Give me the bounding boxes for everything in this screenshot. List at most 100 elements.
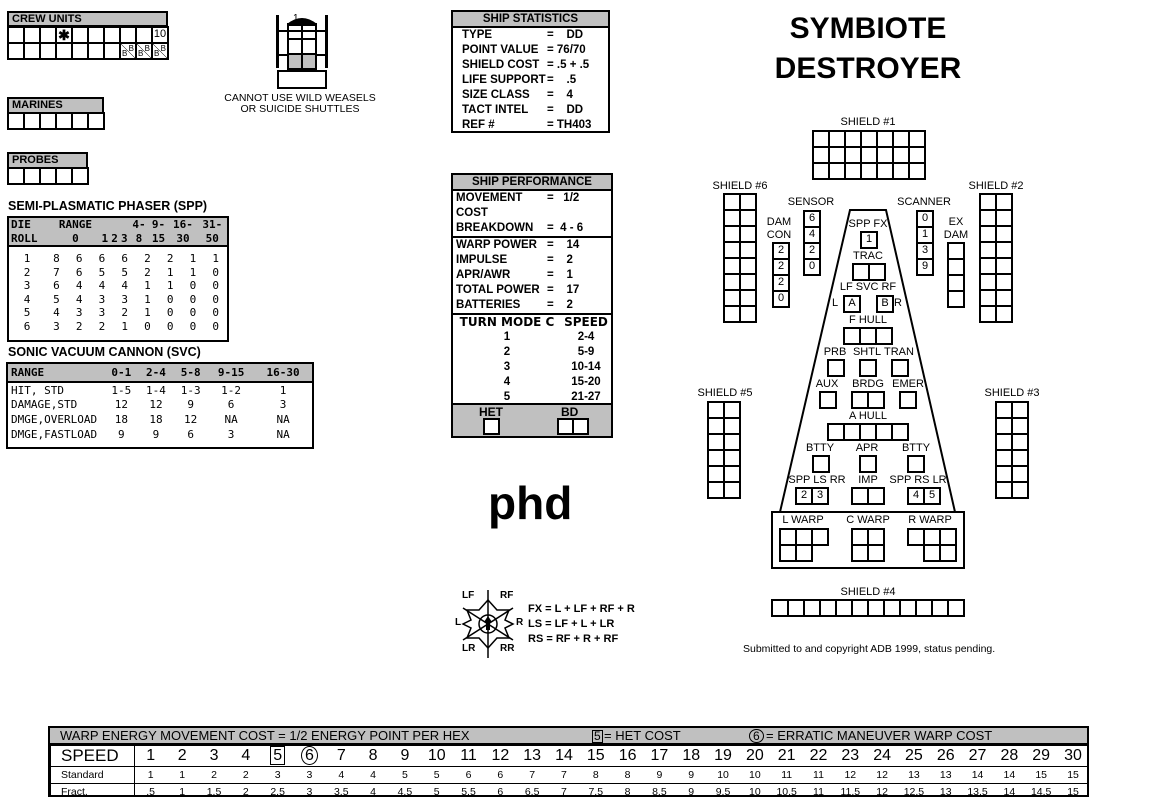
left-warp-box[interactable]	[795, 544, 813, 562]
svc-cell: 18	[114, 413, 128, 426]
ex-label: EX	[948, 216, 964, 228]
spp-cell: 2	[144, 252, 151, 266]
spp-cell: 1	[189, 252, 197, 266]
speed-cell: 7	[325, 745, 358, 767]
spp-cell: 1	[144, 292, 151, 306]
battery-box[interactable]	[812, 455, 830, 473]
stat-row: SHIELD COST= .5 + .5	[453, 58, 608, 73]
boarding-letter: B	[122, 49, 128, 58]
fract-cell: 9.5	[707, 783, 739, 795]
speed-value: 19	[714, 747, 732, 764]
fract-cell: 11.5	[834, 783, 867, 795]
asterisk-icon: ✱	[58, 27, 70, 43]
speed-value: 9	[400, 747, 410, 764]
speed-cell: 25	[898, 745, 930, 767]
speed-value: 4	[241, 747, 251, 764]
standard-value: 12	[876, 769, 888, 781]
spp-ls-box[interactable]: 3	[811, 487, 829, 505]
damage-control-box[interactable]: 0	[772, 290, 790, 308]
svc-cell: 1-3	[180, 383, 201, 397]
auxiliary-control-box[interactable]	[819, 391, 837, 409]
shield5-label: SHIELD #5	[697, 387, 753, 399]
impulse-box[interactable]	[867, 487, 885, 505]
shield-1-box[interactable]	[908, 162, 926, 180]
bd-box[interactable]	[572, 418, 589, 435]
speed-value: 25	[905, 747, 923, 764]
power-row-label: BATTERIES	[456, 299, 521, 311]
shield-4-box[interactable]	[947, 599, 965, 617]
spp-cell: 3	[75, 306, 83, 320]
spp-cell: 0	[189, 306, 197, 320]
battery-box[interactable]	[907, 455, 925, 473]
speed-cell: 12	[484, 745, 517, 767]
shield-3-box[interactable]	[1011, 481, 1029, 499]
probe-box[interactable]	[71, 167, 89, 185]
boarding-letter: B	[154, 49, 160, 58]
spp-rs-box[interactable]: 5	[923, 487, 941, 505]
svc-cell: 1-4	[146, 383, 166, 397]
svc-a-box[interactable]: A	[843, 295, 861, 313]
erratic-speed: 6	[301, 746, 318, 765]
shield-2-box[interactable]	[995, 305, 1013, 323]
spp-cell: 7	[53, 265, 60, 279]
fract-value: 14	[1003, 786, 1016, 797]
aft-hull-box[interactable]	[891, 423, 909, 441]
fract-value: 3.5	[333, 786, 349, 797]
bridge-box[interactable]	[867, 391, 885, 409]
spp-header-cell: 15	[151, 231, 166, 245]
power-row-value: = 17	[547, 284, 580, 296]
svc-b-box[interactable]: B	[876, 295, 894, 313]
marine-box[interactable]	[87, 112, 105, 130]
excess-damage-box[interactable]	[947, 290, 965, 308]
center-warp-box[interactable]	[867, 544, 885, 562]
shield-6-box[interactable]	[739, 305, 757, 323]
sensor-box[interactable]: 6	[803, 210, 821, 228]
spp-header-cell: 4-	[132, 218, 146, 232]
emergency-bridge-box[interactable]	[899, 391, 917, 409]
stat-row-label: POINT VALUE	[462, 44, 539, 56]
apr-label: APR	[855, 442, 879, 454]
standard-cell: 10	[738, 766, 771, 784]
speed-cell: 28	[993, 745, 1026, 767]
arc-rf-label: RF	[500, 590, 514, 601]
spp-header-cell: 9-	[151, 218, 166, 232]
boarding-letter: B	[128, 44, 134, 53]
forward-hull-box[interactable]	[875, 327, 893, 345]
damage-control-box[interactable]: 2	[772, 258, 790, 276]
right-warp-box[interactable]	[939, 544, 957, 562]
svc-cell: 6	[187, 428, 194, 441]
spp-cell: 1	[23, 252, 31, 266]
standard-value: 3	[274, 769, 281, 781]
scanner-box[interactable]: 9	[916, 258, 934, 276]
apr-box[interactable]	[859, 455, 877, 473]
spp-cell: 4	[75, 292, 83, 306]
transporter-box[interactable]	[891, 359, 909, 377]
shield3-label: SHIELD #3	[984, 387, 1040, 399]
left-warp-box[interactable]	[811, 528, 829, 546]
movement-row-value: = 1/2	[547, 192, 580, 204]
speed-value: 13	[523, 747, 542, 764]
svc-header-cell: 9-15	[217, 366, 245, 379]
bd-label: BD	[561, 405, 579, 419]
sensor-box[interactable]: 0	[803, 258, 821, 276]
shuttle-box[interactable]	[859, 359, 877, 377]
shield-5-box[interactable]	[723, 481, 741, 499]
het-box[interactable]	[483, 418, 500, 435]
speed-value: 28	[1000, 747, 1019, 764]
tractor-box[interactable]	[868, 263, 886, 281]
spp-fx-box[interactable]: 1	[860, 231, 878, 249]
movement-row: MOVEMENT COST= 1/2	[453, 191, 611, 221]
shuttle-bay-icon	[276, 15, 328, 89]
standard-value: 2	[242, 769, 249, 781]
speed-value: 12	[491, 747, 510, 764]
probe-launcher-box[interactable]	[827, 359, 845, 377]
arc-formula-fx: FX = L + LF + RF + R	[528, 603, 635, 615]
